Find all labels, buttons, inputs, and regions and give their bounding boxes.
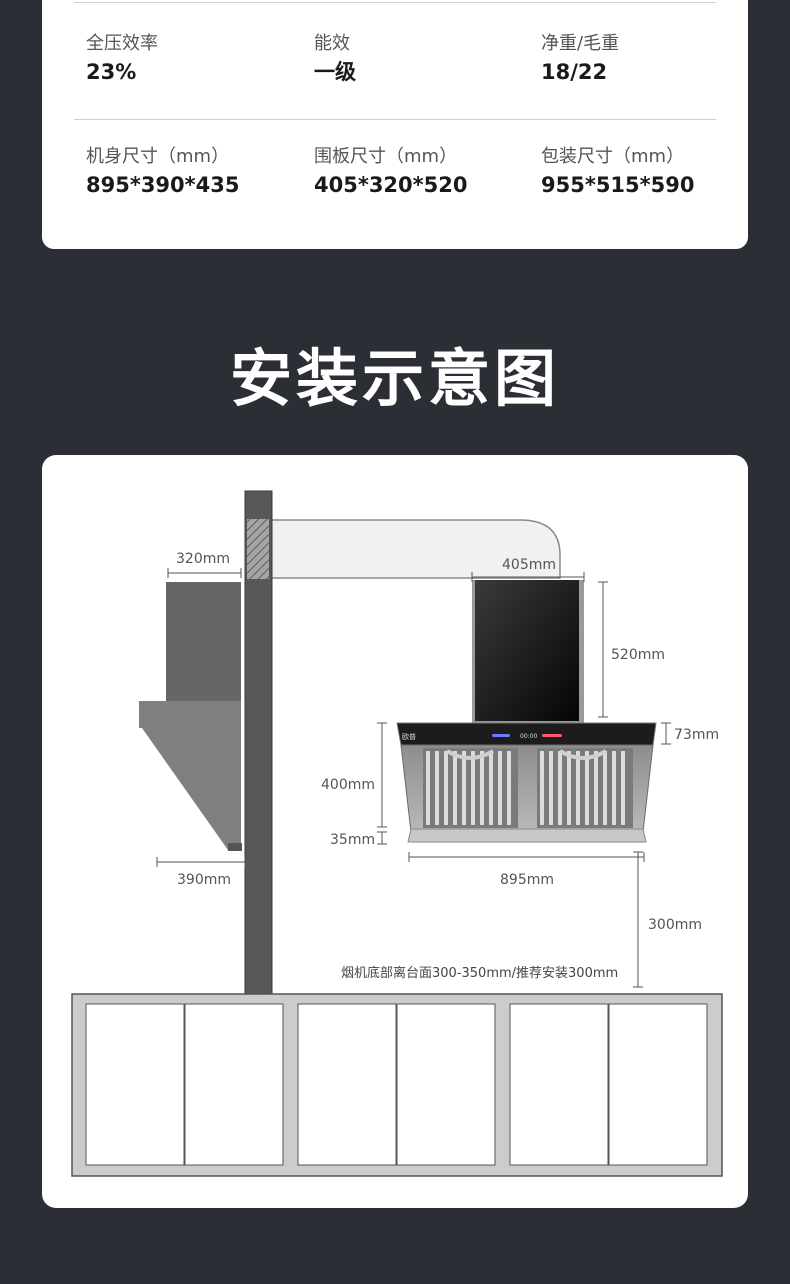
installation-diagram: 320mm 390mm 欧普 00:00	[71, 490, 723, 1177]
section-title: 安装示意图	[229, 342, 560, 415]
display-time: 00:00	[520, 733, 537, 740]
spec-label: 全压效率	[86, 33, 158, 54]
dim-label: 73mm	[674, 727, 719, 743]
spec-body-size: 机身尺寸（mm） 895*390*435	[86, 146, 239, 198]
spec-value: 18/22	[541, 60, 608, 84]
spec-label: 能效	[314, 33, 350, 54]
front-hood: 欧普 00:00	[396, 580, 657, 843]
installation-note: 烟机底部离台面300-350mm/推荐安装300mm	[341, 965, 618, 981]
dim-label: 300mm	[648, 917, 702, 933]
spec-value: 955*515*590	[541, 173, 695, 197]
spec-package-size: 包装尺寸（mm） 955*515*590	[541, 146, 694, 198]
dim-panel-width: 405mm	[471, 557, 585, 582]
spec-value: 405*320*520	[314, 173, 468, 197]
spec-card: 全压效率 23% 能效 一级 净重/毛重 18/22 机身尺寸（mm） 895*…	[42, 0, 748, 249]
spec-full-pressure-efficiency: 全压效率 23%	[86, 33, 158, 85]
spec-value: 一级	[314, 60, 356, 84]
divider	[74, 2, 716, 3]
dim-label: 320mm	[176, 551, 230, 567]
dim-body-width: 895mm	[408, 852, 645, 888]
spec-label: 围板尺寸（mm）	[314, 146, 458, 167]
spec-label: 净重/毛重	[541, 33, 620, 54]
dim-clearance: 300mm	[633, 851, 702, 988]
spec-panel-size: 围板尺寸（mm） 405*320*520	[314, 146, 467, 198]
brand-mark: 欧普	[402, 732, 416, 741]
wall-hatch	[247, 519, 269, 579]
spec-energy-efficiency: 能效 一级	[314, 33, 356, 85]
dim-side-top-width: 320mm	[167, 551, 242, 578]
spec-label: 机身尺寸（mm）	[86, 146, 230, 167]
spec-value: 895*390*435	[86, 173, 240, 197]
dim-label: 400mm	[321, 777, 375, 793]
dim-band-height: 73mm	[661, 722, 719, 745]
exhaust-duct	[269, 519, 561, 579]
spec-value: 23%	[86, 60, 137, 84]
dim-side-depth: 390mm	[156, 857, 246, 888]
spec-label: 包装尺寸（mm）	[541, 146, 685, 167]
divider	[74, 119, 716, 120]
side-view-hood	[139, 582, 242, 851]
dim-label: 405mm	[502, 557, 556, 573]
dim-label: 895mm	[500, 872, 554, 888]
dim-bottom-height: 35mm	[330, 831, 387, 848]
dim-panel-height: 520mm	[598, 581, 665, 718]
spec-weight: 净重/毛重 18/22	[541, 33, 619, 85]
dim-label: 390mm	[177, 872, 231, 888]
installation-diagram-card: 320mm 390mm 欧普 00:00	[42, 455, 748, 1208]
dim-body-height: 400mm	[321, 722, 387, 828]
dim-label: 35mm	[330, 832, 375, 848]
dim-label: 520mm	[611, 647, 665, 663]
kitchen-cabinets	[71, 993, 723, 1177]
